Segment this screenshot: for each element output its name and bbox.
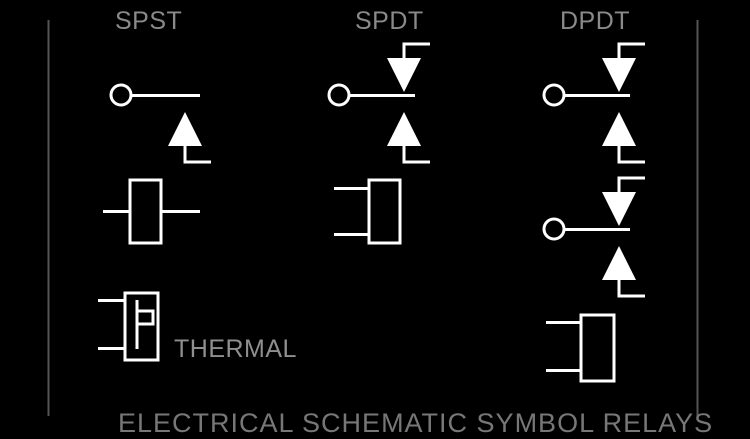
spst-symbol xyxy=(103,83,211,245)
spst-terminal-dot xyxy=(109,83,133,107)
diagram-canvas: SPST SPDT DPDT THERMAL ELECTRICAL SCHEMA… xyxy=(47,7,713,438)
dpdt-symbol xyxy=(542,42,645,383)
spdt-nc-lead xyxy=(402,42,430,58)
thermal-body-box xyxy=(123,291,160,362)
diagram-caption: ELECTRICAL SCHEMATIC SYMBOL RELAYS xyxy=(118,408,714,438)
spdt-coil-box xyxy=(367,178,402,245)
dpdt-pole2-nc-lead xyxy=(617,176,645,192)
column-header-spdt: SPDT xyxy=(355,7,424,35)
spdt-no-lead xyxy=(402,146,430,164)
dpdt-pole1-normally-closed-arrow xyxy=(602,58,636,92)
dpdt-coil-box xyxy=(579,313,616,383)
spdt-terminal-dot xyxy=(327,83,351,107)
dpdt-pole1-terminal-dot xyxy=(542,83,566,107)
dpdt-pole1-nc-lead xyxy=(617,42,645,58)
dpdt-pole1-normally-open-arrow xyxy=(602,112,636,146)
thermal-relay-symbol xyxy=(98,291,160,362)
dpdt-pole2-normally-closed-arrow xyxy=(602,192,636,226)
dpdt-pole2-normally-open-arrow xyxy=(602,246,636,280)
column-header-spst: SPST xyxy=(115,7,183,35)
spdt-normally-closed-arrow xyxy=(387,58,421,92)
spdt-symbol xyxy=(327,42,430,245)
dpdt-pole2-terminal-dot xyxy=(542,217,566,241)
dpdt-pole1-no-lead xyxy=(617,146,645,164)
spst-arrow-lead xyxy=(183,146,211,164)
column-header-dpdt: DPDT xyxy=(560,7,631,35)
dpdt-pole2-no-lead xyxy=(617,280,645,298)
spst-normally-open-arrow xyxy=(168,112,202,146)
thermal-bimetal-element xyxy=(135,300,155,349)
thermal-label: THERMAL xyxy=(174,335,297,363)
spst-coil-box xyxy=(128,178,163,245)
relay-symbols-artwork xyxy=(47,20,699,416)
spdt-normally-open-arrow xyxy=(387,112,421,146)
